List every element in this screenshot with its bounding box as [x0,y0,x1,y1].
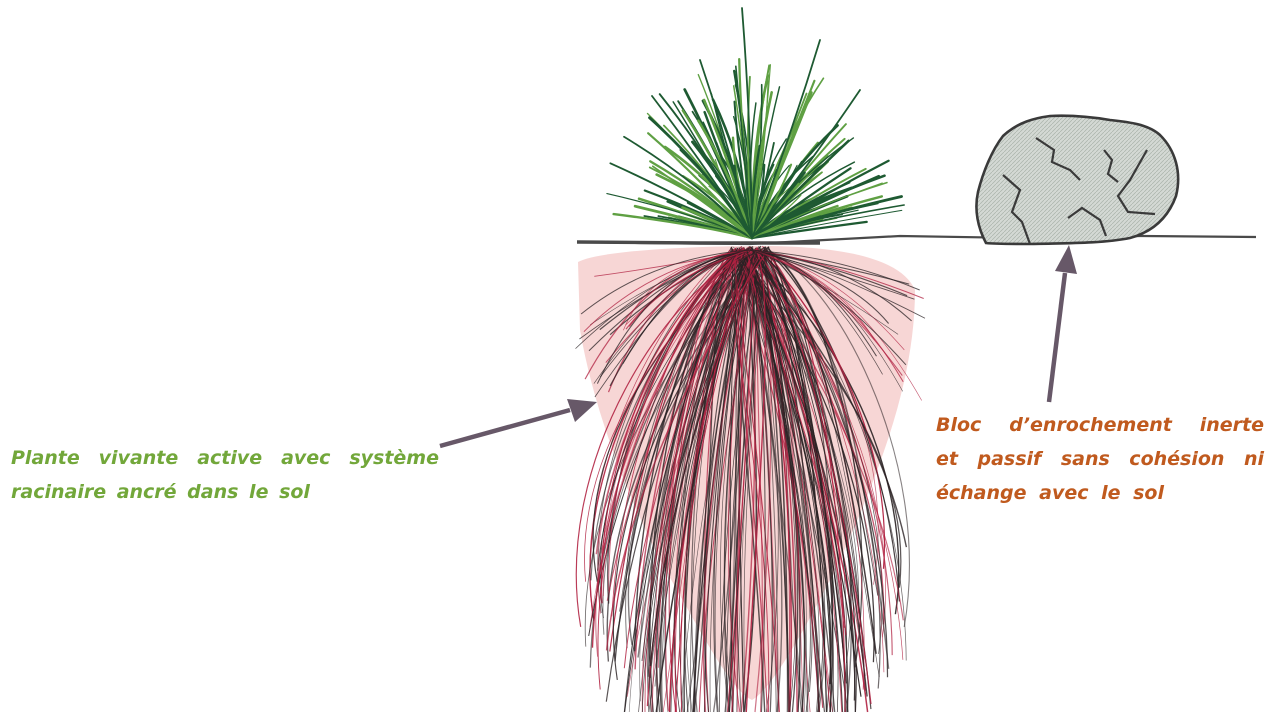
rock-block [976,116,1178,244]
ground-line-thick [577,242,820,243]
rock-caption: Bloc d’enrochement inerte et passif sans… [936,408,1264,510]
plant-arrow [440,399,597,446]
plant-caption: Plante vivante active avec système racin… [11,441,439,509]
rock-body [976,116,1178,244]
grass-tuft [607,8,904,238]
rock-arrow [1049,245,1077,402]
